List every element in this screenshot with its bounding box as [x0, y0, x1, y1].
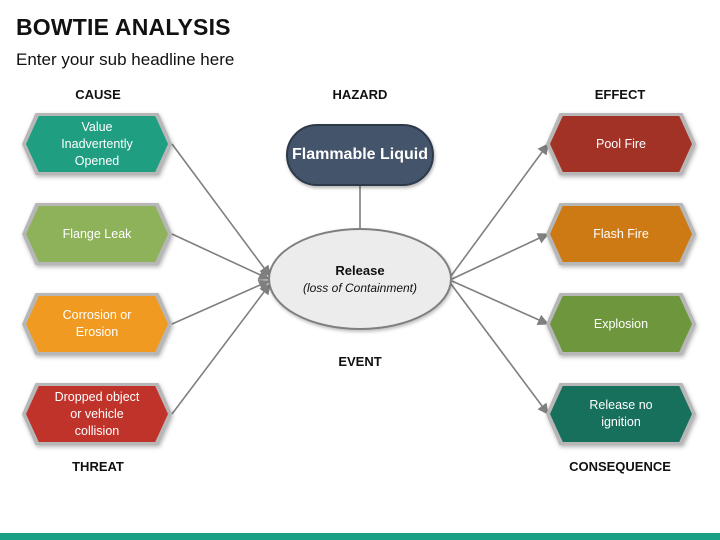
event-subtitle: (loss of Containment) [302, 281, 418, 295]
cause-node-3-label: Corrosion or Erosion [26, 296, 168, 352]
hazard-node: Flammable Liquid [286, 124, 434, 186]
effect-node-3-label: Explosion [550, 296, 692, 352]
slide-title: BOWTIE ANALYSIS [16, 14, 231, 40]
cause-node-4: Dropped object or vehicle collision [22, 383, 172, 445]
consequence-label: CONSEQUENCE [569, 459, 671, 474]
effect-node-4-label: Release no ignition [550, 386, 692, 442]
effect-node-3: Explosion [546, 293, 696, 355]
threat-label: THREAT [72, 459, 124, 474]
effect-node-2-label: Flash Fire [550, 206, 692, 262]
cause-4-connector [171, 283, 271, 415]
hazard-label: HAZARD [332, 87, 388, 102]
subtitle: Enter your sub headline here [16, 50, 235, 69]
cause-node-2: Flange Leak [22, 203, 172, 265]
cause-label: CAUSE [75, 87, 121, 102]
event-node: Release (loss of Containment) [268, 228, 452, 330]
cause-node-2-label: Flange Leak [26, 206, 168, 262]
cause-node-4-label: Dropped object or vehicle collision [26, 386, 168, 442]
effect-4-connector [450, 283, 549, 415]
effect-3-connector [451, 280, 550, 325]
cause-2-connector [171, 233, 271, 280]
effect-node-1-label: Pool Fire [550, 116, 692, 172]
cause-node-1-label: Value Inadvertently Opened [26, 116, 168, 172]
event-label: EVENT [338, 354, 382, 369]
effect-label: EFFECT [594, 87, 646, 102]
cause-node-3: Corrosion or Erosion [22, 293, 172, 355]
effect-2-connector [451, 233, 550, 280]
effect-node-2: Flash Fire [546, 203, 696, 265]
effect-node-4: Release no ignition [546, 383, 696, 445]
cause-1-connector [171, 143, 271, 277]
bottom-accent-bar [0, 533, 720, 540]
cause-3-connector [171, 279, 271, 325]
cause-node-1: Value Inadvertently Opened [22, 113, 172, 175]
effect-node-1: Pool Fire [546, 113, 696, 175]
event-title: Release [335, 263, 385, 278]
effect-1-connector [450, 143, 549, 277]
